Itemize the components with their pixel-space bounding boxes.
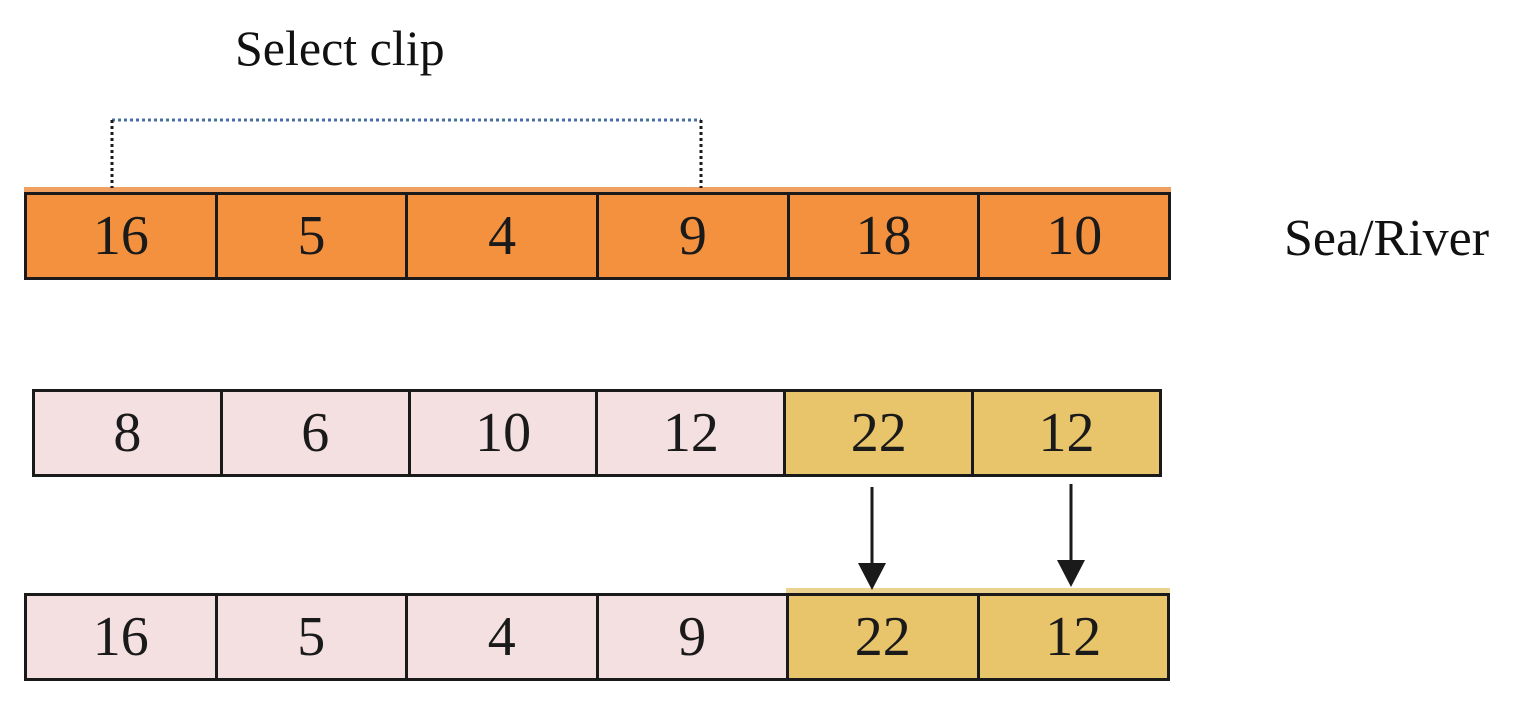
select-clip-label: Select clip [235,20,445,76]
cell: 10 [410,392,599,474]
cell: 4 [408,195,600,277]
cell: 12 [979,596,1170,678]
row-3-accent-line [786,588,1170,593]
cell: 9 [598,596,789,678]
cell: 12 [598,392,787,474]
cell: 16 [27,596,218,678]
cell: 4 [408,596,599,678]
sea-river-label: Sea/River [1284,210,1490,267]
cell: 16 [27,195,218,277]
cell: 8 [35,392,223,474]
cell: 22 [789,596,980,678]
cell: 18 [789,195,981,277]
cell: 9 [599,195,790,277]
cell: 5 [217,195,409,277]
cell: 6 [222,392,411,474]
cell: 22 [786,392,975,474]
cell: 5 [217,596,408,678]
cell: 10 [980,195,1172,277]
arrow-down-icon [1057,484,1085,587]
row-1-accent-line [24,187,1171,192]
arrow-down-icon [858,487,886,590]
select-clip-bracket [110,118,703,188]
cell: 12 [974,392,1162,474]
